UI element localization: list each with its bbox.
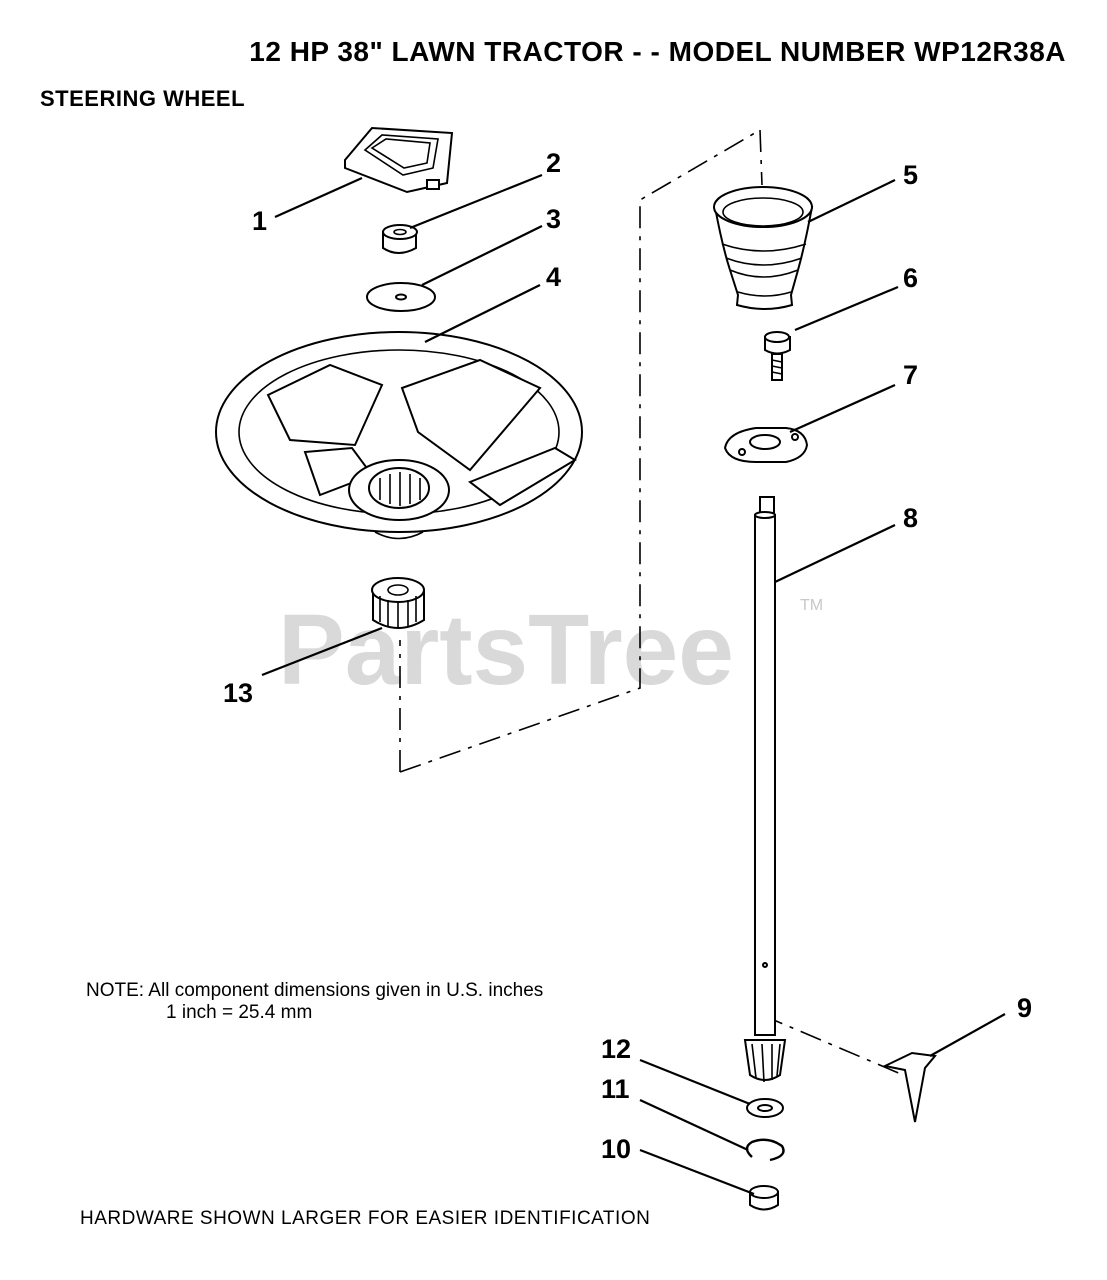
part-7-flange-bearing [723, 427, 809, 463]
note-label: NOTE: [86, 980, 145, 1001]
callout-12: 12 [601, 1034, 631, 1064]
callout-4: 4 [546, 262, 561, 292]
watermark-trademark: TM [800, 597, 823, 614]
part-13-adapter [371, 577, 425, 629]
part-12-washer [746, 1098, 784, 1118]
callout-8: 8 [903, 503, 918, 533]
callout-6: 6 [903, 263, 918, 293]
page-title: 12 HP 38" LAWN TRACTOR - - MODEL NUMBER … [249, 36, 1066, 67]
part-8-steering-shaft [754, 496, 776, 1036]
part-1-hub-cap [344, 126, 454, 194]
note-line-2: 1 inch = 25.4 mm [166, 1002, 313, 1023]
part-2-nut [382, 224, 418, 254]
callout-2: 2 [546, 148, 561, 178]
callout-5: 5 [903, 160, 918, 190]
callout-9: 9 [1017, 993, 1032, 1023]
callout-7: 7 [903, 360, 918, 390]
part-12-pinion-gear [743, 1039, 787, 1083]
callout-3: 3 [546, 204, 561, 234]
part-11-retaining-ring [745, 1138, 785, 1162]
part-3-washer [366, 282, 436, 312]
callout-13: 13 [223, 678, 253, 708]
part-9-steering-rod [881, 1051, 937, 1123]
dimensions-note: NOTE: All component dimensions given in … [86, 980, 543, 1024]
watermark-text: PartsTree [278, 594, 734, 706]
footer-note: HARDWARE SHOWN LARGER FOR EASIER IDENTIF… [80, 1208, 651, 1229]
part-6-bolt [764, 331, 791, 381]
part-10-nut [749, 1185, 779, 1211]
leader-lines [261, 173, 1006, 1196]
callout-11: 11 [601, 1074, 630, 1104]
part-5-boot [713, 186, 814, 310]
callout-10: 10 [601, 1134, 631, 1164]
callout-numbers: 1 2 3 4 5 6 7 8 9 10 11 12 13 [223, 148, 1032, 1164]
section-title: STEERING WHEEL [40, 86, 246, 111]
part-4-steering-wheel [215, 331, 583, 540]
note-line-1: All component dimensions given in U.S. i… [148, 980, 544, 1001]
callout-1: 1 [252, 206, 267, 236]
assembly-lines [399, 129, 916, 1081]
